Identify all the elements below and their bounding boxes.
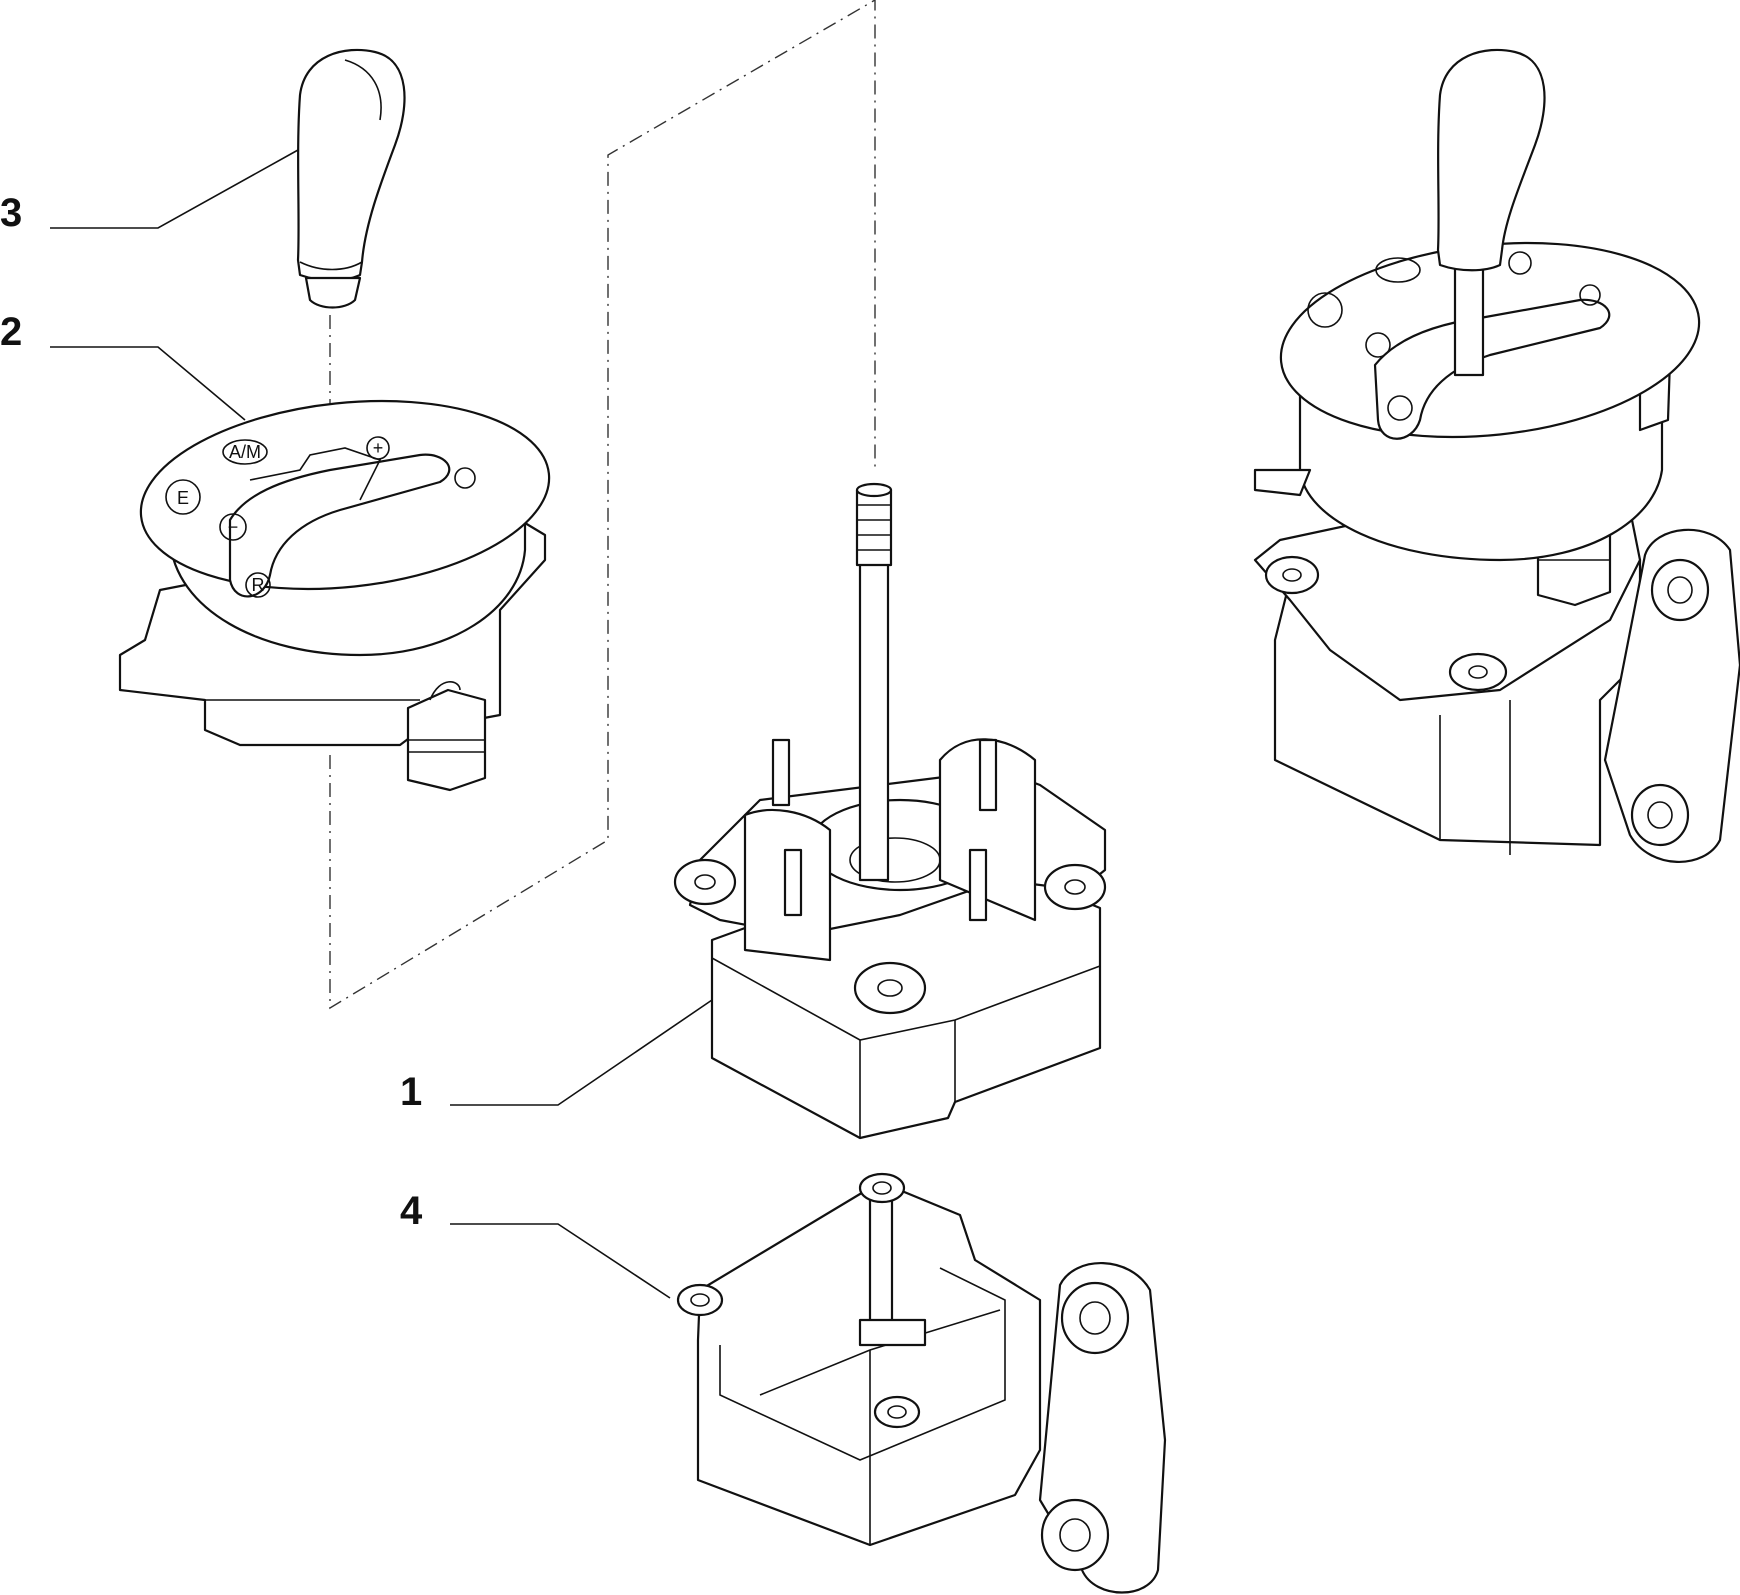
- callout-1: 1: [400, 1070, 422, 1114]
- economy-symbol: E: [177, 488, 189, 508]
- callout-2: 2: [0, 310, 22, 354]
- callout-3: 3: [0, 191, 22, 235]
- callout-2-group: 2: [0, 310, 246, 421]
- callout-4-group: 4: [400, 1189, 671, 1299]
- assembled-shifter-unit: [1253, 48, 1740, 863]
- callout-3-group: 3: [0, 149, 299, 235]
- callout-1-group: 1: [400, 999, 713, 1114]
- auto-manual-symbol: A/M: [229, 442, 261, 462]
- minus-symbol: −: [228, 517, 239, 537]
- callout-4: 4: [400, 1189, 423, 1233]
- plus-symbol: +: [373, 438, 384, 458]
- selector-plate-part-2[interactable]: A/M E − + R: [118, 382, 558, 792]
- lower-housing-part-4[interactable]: [676, 1172, 1167, 1594]
- shifter-mechanism-part-1[interactable]: [673, 482, 1107, 1140]
- gear-knob-part-3[interactable]: [296, 48, 406, 309]
- reverse-symbol: R: [252, 575, 265, 595]
